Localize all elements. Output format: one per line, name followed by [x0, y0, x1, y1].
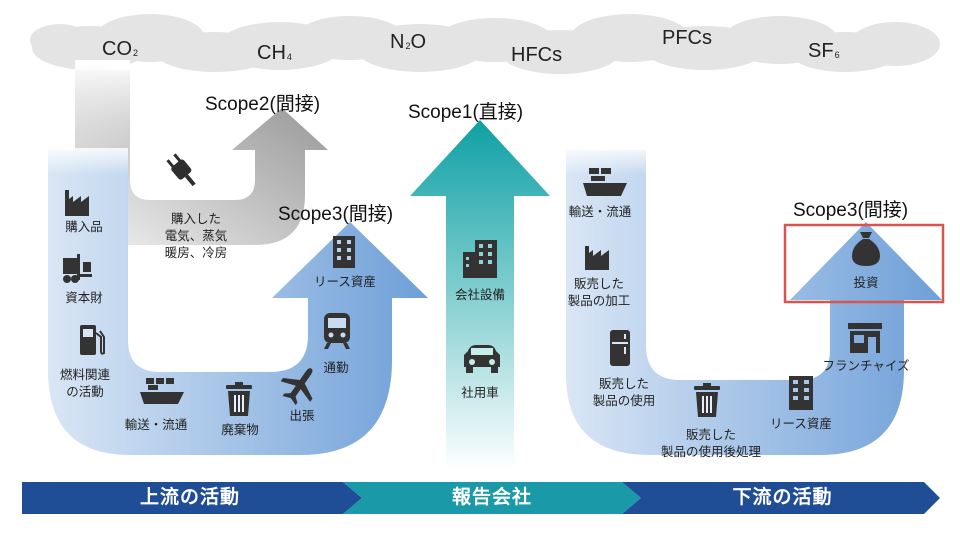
gas-pfcs: PFCs	[662, 27, 712, 49]
gas-ch4: CH4	[257, 42, 292, 64]
building-icon	[333, 236, 355, 268]
band-upstream	[22, 482, 362, 514]
label-purchased-goods: 購入品	[65, 220, 103, 234]
building-icon-downstream	[789, 376, 813, 410]
label-electricity-line3: 暖房、冷房	[164, 246, 228, 260]
ship-icon	[140, 378, 184, 404]
gas-sf6: SF6	[808, 40, 840, 62]
label-use-line1: 販売した	[598, 377, 649, 391]
gas-n2o: N2O	[390, 31, 427, 53]
label-investment: 投資	[853, 276, 879, 290]
car-icon	[464, 345, 500, 373]
airplane-icon	[280, 368, 313, 406]
scope2-arrow	[75, 70, 328, 245]
label-electricity-line1: 購入した	[170, 212, 221, 226]
upstream-u-arrow	[48, 150, 428, 455]
band-upstream-label: 上流の活動	[139, 487, 240, 508]
plug-icon	[166, 153, 196, 187]
label-commute: 通勤	[323, 361, 349, 375]
train-icon	[324, 313, 350, 349]
gas-co2: CO2	[102, 38, 139, 60]
label-upstream-transport: 輸送・流通	[124, 418, 188, 432]
gas-clouds	[30, 14, 940, 74]
label-downstream-transport: 輸送・流通	[568, 205, 632, 219]
scope2-label: Scope2(間接)	[205, 94, 321, 115]
label-upstream-leased-assets: リース資産	[314, 275, 376, 289]
label-fuel-line2: の活動	[66, 385, 104, 399]
label-company-vehicles: 社用車	[461, 386, 499, 400]
refrigerator-icon	[610, 330, 630, 366]
label-electricity-line2: 電気、蒸気	[164, 229, 228, 243]
shop-icon	[848, 323, 882, 353]
label-purchased-electricity: 購入した 電気、蒸気 暖房、冷房	[148, 211, 244, 262]
label-processing-line2: 製品の加工	[567, 294, 631, 308]
label-processing: 販売した 製品の加工	[556, 276, 642, 310]
scope1-arrow	[410, 120, 550, 470]
trash-icon	[226, 382, 252, 416]
scope1-label: Scope1(直接)	[408, 102, 524, 123]
band-downstream-label: 下流の活動	[732, 487, 833, 508]
ship-icon-downstream	[583, 168, 627, 196]
label-end-of-life: 販売した 製品の使用後処理	[646, 427, 776, 461]
factory-icon-downstream	[585, 246, 609, 270]
investment-highlight	[783, 223, 945, 304]
label-capital-goods: 資本財	[65, 291, 103, 305]
label-processing-line1: 販売した	[573, 277, 624, 291]
band-downstream	[622, 482, 940, 514]
label-eol-line2: 製品の使用後処理	[660, 445, 761, 459]
label-use-line2: 製品の使用	[592, 394, 656, 408]
label-business-travel: 出張	[289, 409, 315, 423]
label-waste: 廃棄物	[221, 423, 259, 437]
scope3-upstream-label: Scope3(間接)	[278, 204, 394, 225]
label-fuel-activities: 燃料関連 の活動	[48, 367, 122, 401]
scope3-downstream-label: Scope3(間接)	[793, 200, 909, 221]
scope2-fade	[75, 60, 130, 150]
band-company	[343, 482, 641, 514]
fuel-pump-icon	[80, 325, 105, 355]
forklift-icon	[63, 254, 92, 283]
label-eol-line1: 販売した	[685, 428, 736, 442]
downstream-u-arrow	[566, 150, 942, 455]
gas-hfcs: HFCs	[511, 44, 563, 66]
factory-icon	[65, 190, 89, 216]
label-downstream-leased-assets: リース資産	[770, 417, 832, 431]
trash-icon-downstream	[694, 383, 720, 417]
money-bag-icon	[852, 232, 880, 266]
label-product-use: 販売した 製品の使用	[576, 376, 672, 410]
band-company-label: 報告会社	[451, 487, 532, 508]
downstream-fade	[566, 148, 646, 208]
label-company-facilities: 会社設備	[454, 288, 505, 302]
label-fuel-line1: 燃料関連	[59, 368, 110, 382]
company-building-icon	[463, 240, 497, 278]
label-franchise: フランチャイズ	[822, 359, 910, 373]
